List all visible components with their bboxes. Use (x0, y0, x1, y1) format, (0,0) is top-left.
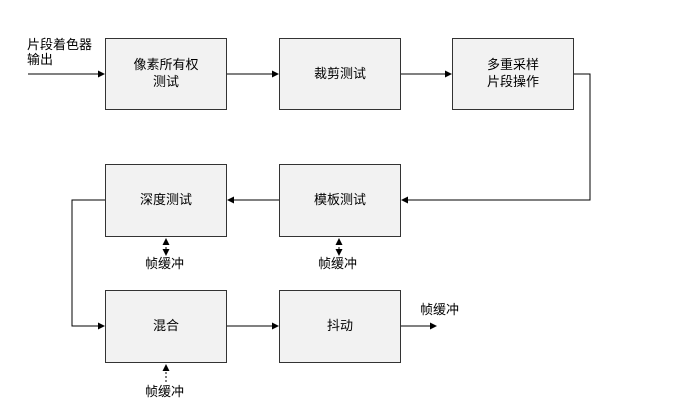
scissor-test-label: 裁剪测试 (313, 66, 366, 82)
stencil-test-block: 模板测试 (279, 164, 401, 237)
dithering-label: 抖动 (326, 319, 353, 334)
pixel-ownership-test-block: 像素所有权 测试 (105, 38, 227, 110)
scissor-test-block: 裁剪测试 (279, 38, 401, 110)
stencil-test-label: 模板测试 (313, 193, 366, 208)
pixel-ownership-test-label: 像素所有权 测试 (133, 58, 199, 90)
output-framebuffer-label: 帧缓冲 (420, 303, 460, 318)
depth-framebuffer-label: 帧缓冲 (145, 257, 185, 272)
multisample-fragment-ops-label: 多重采样 片段操作 (486, 58, 539, 90)
dithering-block: 抖动 (279, 290, 401, 363)
blending-label: 混合 (152, 319, 179, 334)
arrow-multisample-to-stencil (401, 73, 591, 204)
stencil-framebuffer-label: 帧缓冲 (318, 257, 358, 272)
depth-test-label: 深度测试 (139, 193, 192, 208)
input-label: 片段着色器 输出 (27, 38, 93, 68)
blending-block: 混合 (105, 290, 227, 363)
multisample-fragment-ops-block: 多重采样 片段操作 (452, 38, 574, 110)
arrow-depth-to-blending (71, 199, 105, 330)
depth-test-block: 深度测试 (105, 164, 227, 237)
blending-framebuffer-label: 帧缓冲 (145, 385, 185, 400)
